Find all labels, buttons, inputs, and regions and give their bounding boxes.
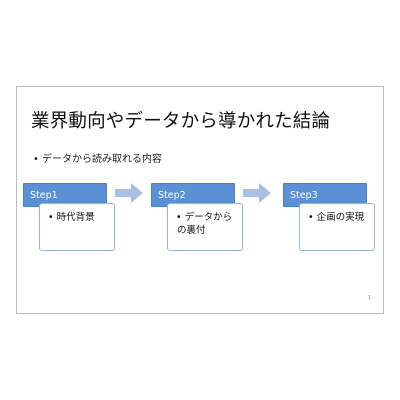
step-3-card: • 企画の実現 bbox=[299, 203, 375, 251]
slide[interactable]: 業界動向やデータから導かれた結論 •データから読み取れる内容 Step1 • 時… bbox=[16, 86, 384, 314]
step-3-line-1: • 企画の実現 bbox=[308, 211, 370, 224]
bullet-text: データから読み取れる内容 bbox=[42, 154, 162, 165]
step-2-group[interactable]: Step2 • データから の裏付 bbox=[151, 183, 261, 253]
step-1-text: 時代背景 bbox=[56, 212, 95, 223]
bullet-dot-icon: • bbox=[33, 154, 39, 165]
step-2-line-2: の裏付 bbox=[177, 225, 206, 236]
slide-title: 業界動向やデータから導かれた結論 bbox=[31, 111, 331, 132]
step-1-line-1: • 時代背景 bbox=[48, 211, 110, 224]
right-arrow-icon bbox=[243, 183, 271, 203]
right-arrow-icon bbox=[115, 183, 143, 203]
step-3-text: 企画の実現 bbox=[316, 212, 365, 223]
step-1-group[interactable]: Step1 • 時代背景 bbox=[23, 183, 133, 253]
bullet-item: •データから読み取れる内容 bbox=[33, 150, 162, 165]
bullet-dot-icon: • bbox=[48, 212, 57, 223]
step-2-text-1: データから bbox=[184, 212, 233, 223]
bullet-dot-icon: • bbox=[308, 212, 317, 223]
step-2-line-1: • データから bbox=[176, 211, 238, 224]
step-3-group[interactable]: Step3 • 企画の実現 bbox=[283, 183, 393, 253]
step-1-card: • 時代背景 bbox=[39, 203, 115, 251]
page-number: 1 bbox=[367, 295, 371, 301]
step-2-card: • データから の裏付 bbox=[167, 203, 243, 251]
bullet-dot-icon: • bbox=[176, 212, 185, 223]
